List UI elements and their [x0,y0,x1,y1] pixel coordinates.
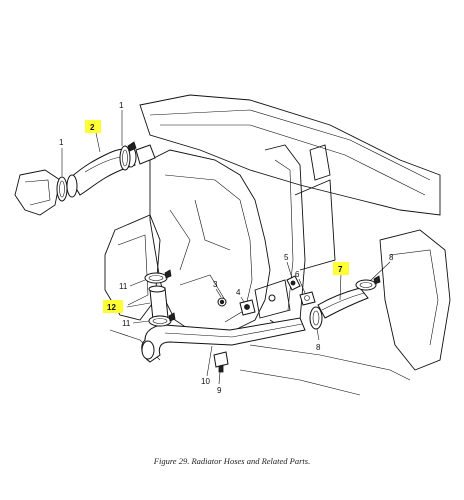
hose-clamp-upper-right [119,141,137,171]
figure-caption: Figure 29. Radiator Hoses and Related Pa… [153,456,311,466]
callout-12: 12 [107,303,116,312]
callout-5: 5 [284,253,289,262]
fitting-4 [239,299,256,316]
hose-clamp-8-left [309,306,323,330]
upper-radiator-hose [66,144,156,198]
callout-11-top: 11 [119,282,128,291]
radiator-shroud [14,94,451,396]
callout-6: 6 [295,270,300,279]
callout-11-bottom: 11 [122,319,131,328]
callout-4: 4 [236,288,241,297]
callout-2: 2 [90,123,95,132]
callouts: 1 1 2 3 4 5 6 7 8 8 9 10 11 12 11 [59,101,394,395]
callout-9: 9 [217,386,222,395]
callout-1-left: 1 [59,138,64,147]
leader-lines [61,110,391,385]
callout-8-right: 8 [389,253,394,262]
hose-clamp-upper-left [56,176,68,202]
callout-7: 7 [338,265,343,274]
callout-3: 3 [213,280,218,289]
drain-valve-9 [213,351,229,373]
callout-2-highlight [85,120,101,133]
hose-clamp-8-right [355,275,381,291]
callout-1-right: 1 [119,101,124,110]
callout-10: 10 [201,377,210,386]
sensor-5 [286,275,301,291]
fitting-6 [299,291,316,306]
callout-12-highlight [103,300,123,313]
callout-7-highlight [333,262,349,275]
lower-hose-7 [317,287,369,319]
callout-8-bottom: 8 [316,343,321,352]
plug-3 [217,297,227,307]
hose-clamp-11-top [144,269,172,284]
lower-radiator-tube [141,317,306,363]
